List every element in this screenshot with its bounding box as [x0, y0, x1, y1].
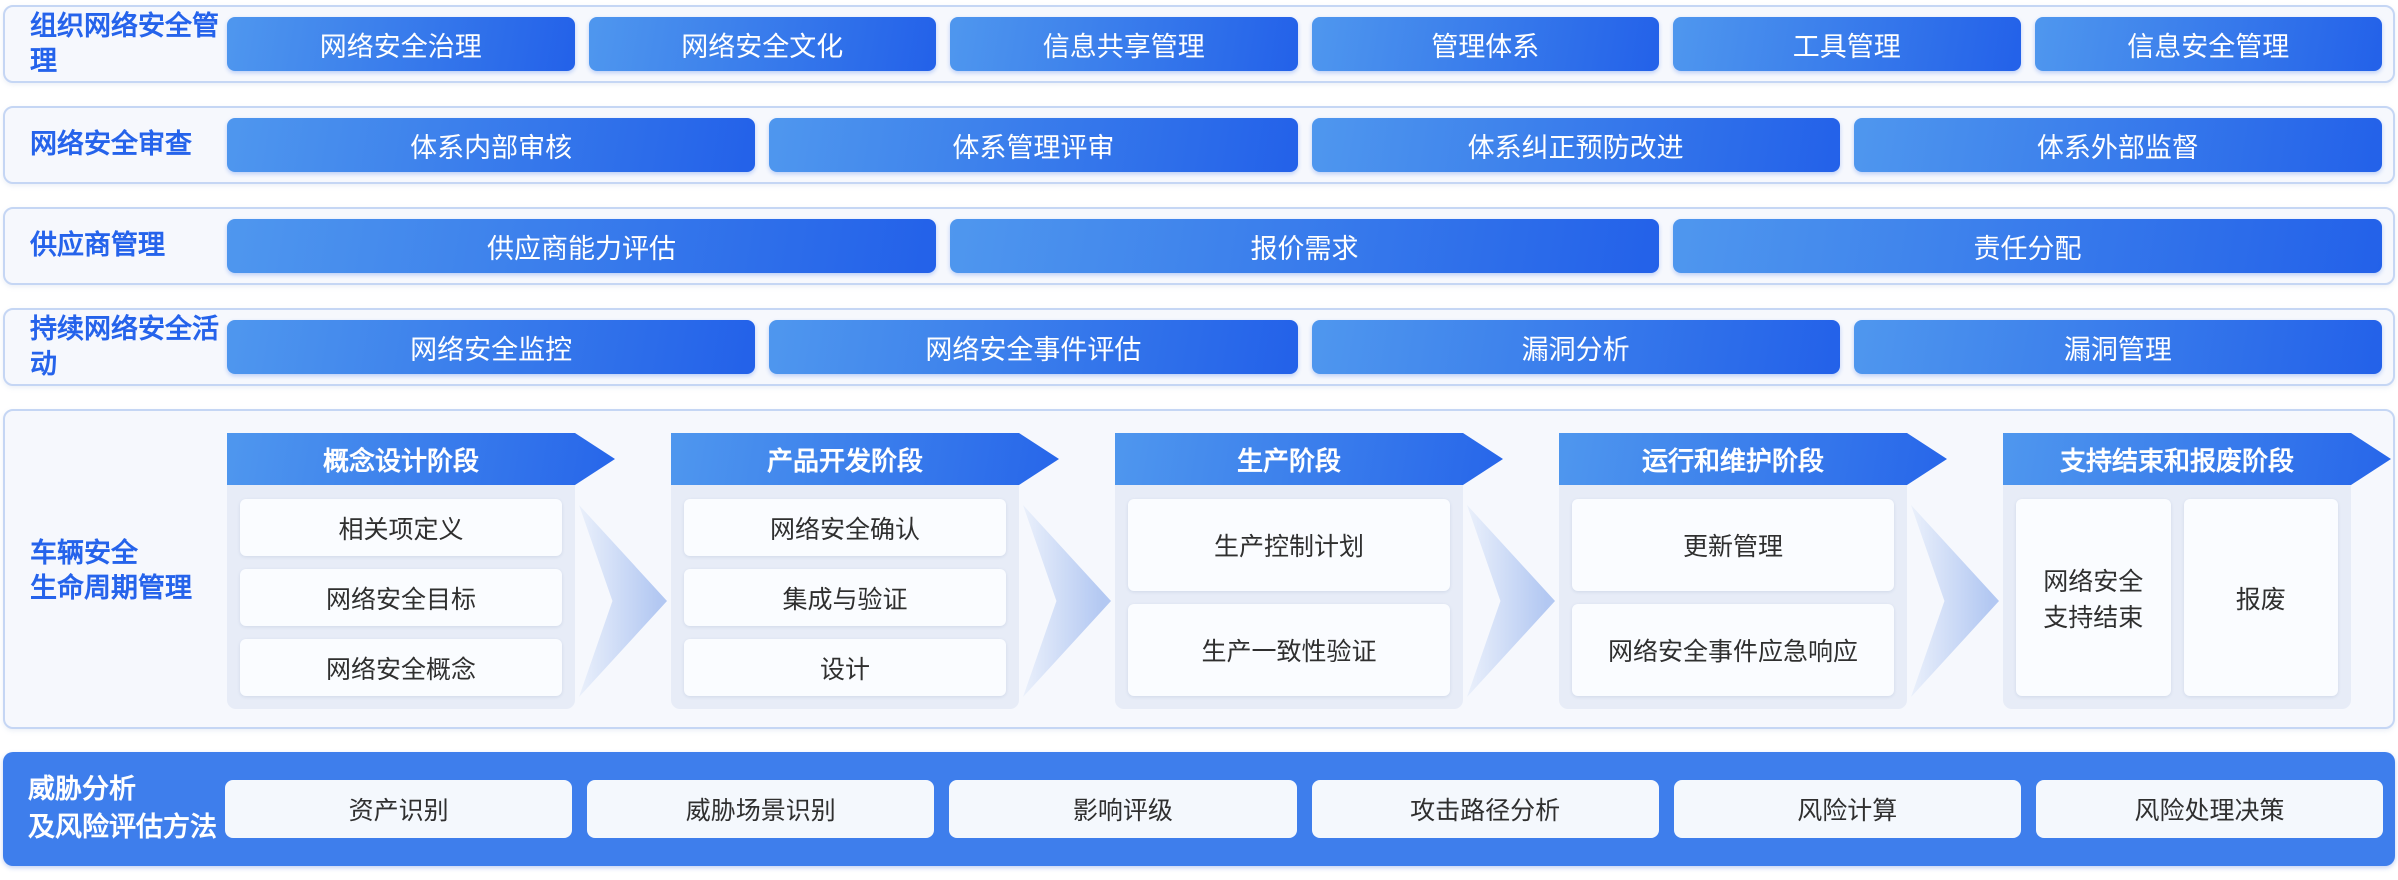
section-continuous-activities: 持续网络安全活动 网络安全监控网络安全事件评估漏洞分析漏洞管理 [3, 308, 2395, 386]
stage-card: 网络安全确认 [684, 499, 1006, 556]
lifecycle-stages: 概念设计阶段相关项定义网络安全目标网络安全概念产品开发阶段网络安全确认集成与验证… [227, 433, 2351, 709]
section-label: 供应商管理 [30, 230, 165, 261]
stage-card: 集成与验证 [684, 569, 1006, 626]
stage-header-banner: 产品开发阶段 [671, 433, 1059, 485]
stage-body: 网络安全 支持结束报废 [2003, 483, 2351, 709]
arrow-right-icon [1023, 505, 1111, 697]
tara-card: 风险计算 [1673, 780, 2021, 838]
stage-card: 设计 [684, 639, 1006, 696]
pill-button[interactable]: 网络安全事件评估 [769, 320, 1298, 374]
button-group: 供应商能力评估报价需求责任分配 [227, 219, 2393, 273]
section-label: 网络安全审查 [30, 129, 192, 160]
tara-card: 攻击路径分析 [1311, 780, 1659, 838]
section-label: 威胁分析 及风险评估方法 [3, 771, 225, 847]
stage-body: 更新管理网络安全事件应急响应 [1559, 483, 1907, 709]
pill-button[interactable]: 信息共享管理 [950, 17, 1298, 71]
stage-card: 更新管理 [1572, 499, 1894, 591]
section-label-line1: 威胁分析 [28, 774, 136, 805]
pill-button[interactable]: 报价需求 [950, 219, 1659, 273]
stage-header-banner: 运行和维护阶段 [1559, 433, 1947, 485]
button-group: 体系内部审核体系管理评审体系纠正预防改进体系外部监督 [227, 118, 2393, 172]
lifecycle-stage: 生产阶段生产控制计划生产一致性验证 [1115, 433, 1463, 709]
lifecycle-stage: 运行和维护阶段更新管理网络安全事件应急响应 [1559, 433, 1907, 709]
tara-card: 资产识别 [225, 780, 573, 838]
lifecycle-stage: 支持结束和报废阶段网络安全 支持结束报废 [2003, 433, 2351, 709]
stage-header-banner: 生产阶段 [1115, 433, 1503, 485]
pill-button[interactable]: 网络安全监控 [227, 320, 756, 374]
section-label-line2: 及风险评估方法 [28, 812, 217, 842]
pill-button[interactable]: 漏洞分析 [1311, 320, 1840, 374]
arrow-right-icon [579, 505, 667, 697]
pill-button[interactable]: 体系外部监督 [1853, 118, 2382, 172]
tara-card: 风险处理决策 [2035, 780, 2384, 838]
section-label-line1: 车辆安全 [30, 537, 138, 568]
stage-card: 生产一致性验证 [1128, 604, 1450, 696]
button-group: 网络安全监控网络安全事件评估漏洞分析漏洞管理 [227, 320, 2393, 374]
pill-button[interactable]: 供应商能力评估 [227, 219, 936, 273]
stage-card: 相关项定义 [240, 499, 562, 556]
stage-card: 生产控制计划 [1128, 499, 1450, 591]
button-group: 网络安全治理网络安全文化信息共享管理管理体系工具管理信息安全管理 [227, 17, 2393, 71]
pill-button[interactable]: 漏洞管理 [1853, 320, 2382, 374]
tara-card: 影响评级 [949, 780, 1297, 838]
pill-button[interactable]: 网络安全文化 [588, 17, 936, 71]
stage-body: 相关项定义网络安全目标网络安全概念 [227, 483, 575, 709]
stage-header-banner: 支持结束和报废阶段 [2003, 433, 2391, 485]
section-threat-analysis-risk-assessment: 威胁分析 及风险评估方法 资产识别威胁场景识别影响评级攻击路径分析风险计算风险处… [3, 752, 2395, 866]
section-label: 组织网络安全管理 [30, 10, 219, 76]
stage-card: 报废 [2183, 499, 2338, 696]
section-label: 持续网络安全活动 [30, 313, 219, 379]
stage-card: 网络安全事件应急响应 [1572, 604, 1894, 696]
pill-button[interactable]: 管理体系 [1311, 17, 1659, 71]
lifecycle-stage: 概念设计阶段相关项定义网络安全目标网络安全概念 [227, 433, 575, 709]
pill-button[interactable]: 工具管理 [1673, 17, 2021, 71]
pill-button[interactable]: 体系内部审核 [227, 118, 756, 172]
pill-button[interactable]: 体系管理评审 [769, 118, 1298, 172]
section-security-audit: 网络安全审查 体系内部审核体系管理评审体系纠正预防改进体系外部监督 [3, 106, 2395, 184]
tara-cards: 资产识别威胁场景识别影响评级攻击路径分析风险计算风险处理决策 [225, 780, 2384, 838]
pill-button[interactable]: 网络安全治理 [227, 17, 575, 71]
lifecycle-stage: 产品开发阶段网络安全确认集成与验证设计 [671, 433, 1019, 709]
pill-button[interactable]: 体系纠正预防改进 [1311, 118, 1840, 172]
section-label: 车辆安全 生命周期管理 [5, 536, 227, 606]
tara-card: 威胁场景识别 [587, 780, 935, 838]
pill-button[interactable]: 信息安全管理 [2034, 17, 2382, 71]
section-label-line2: 生命周期管理 [30, 573, 192, 603]
section-org-security-management: 组织网络安全管理 网络安全治理网络安全文化信息共享管理管理体系工具管理信息安全管… [3, 5, 2395, 83]
section-vehicle-lifecycle: 车辆安全 生命周期管理 概念设计阶段相关项定义网络安全目标网络安全概念 产品开发阶… [3, 409, 2395, 729]
stage-card: 网络安全概念 [240, 639, 562, 696]
stage-body: 生产控制计划生产一致性验证 [1115, 483, 1463, 709]
arrow-right-icon [1911, 505, 1999, 697]
stage-header-banner: 概念设计阶段 [227, 433, 615, 485]
arrow-right-icon [1467, 505, 1555, 697]
stage-card: 网络安全 支持结束 [2016, 499, 2171, 696]
pill-button[interactable]: 责任分配 [1673, 219, 2382, 273]
stage-body: 网络安全确认集成与验证设计 [671, 483, 1019, 709]
stage-card: 网络安全目标 [240, 569, 562, 626]
section-supplier-management: 供应商管理 供应商能力评估报价需求责任分配 [3, 207, 2395, 285]
